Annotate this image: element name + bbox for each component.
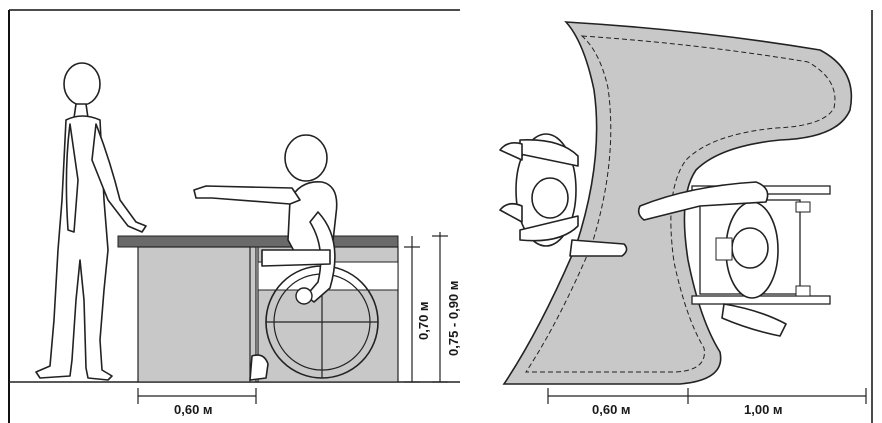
wheelchair-user-figure: [193, 134, 379, 381]
height-dimensions: 0,70 м 0,75 - 0,90 м: [404, 232, 461, 383]
knee-clearance-label: 0,70 м: [416, 301, 431, 340]
left-cabinet: [137, 246, 257, 383]
plan-view: 0,60 м 1,00 м: [499, 21, 867, 417]
side-depth-dimension: 0,60 м: [137, 388, 257, 417]
standing-person-topview: [499, 133, 628, 257]
side-view: 0,70 м 0,75 - 0,90 м 0,60 м: [9, 62, 461, 417]
standing-person-figure: [35, 62, 147, 381]
plan-approach-label: 1,00 м: [744, 402, 783, 417]
side-depth-label: 0,60 м: [174, 402, 213, 417]
counter-top: [117, 235, 399, 248]
counter-plan-inner-dashed: [525, 35, 836, 373]
plan-depth-label: 0,60 м: [592, 402, 631, 417]
counter-height-label: 0,75 - 0,90 м: [446, 281, 461, 356]
plan-dimensions: 0,60 м 1,00 м: [547, 388, 867, 417]
wheelchair-topview: [637, 181, 831, 337]
